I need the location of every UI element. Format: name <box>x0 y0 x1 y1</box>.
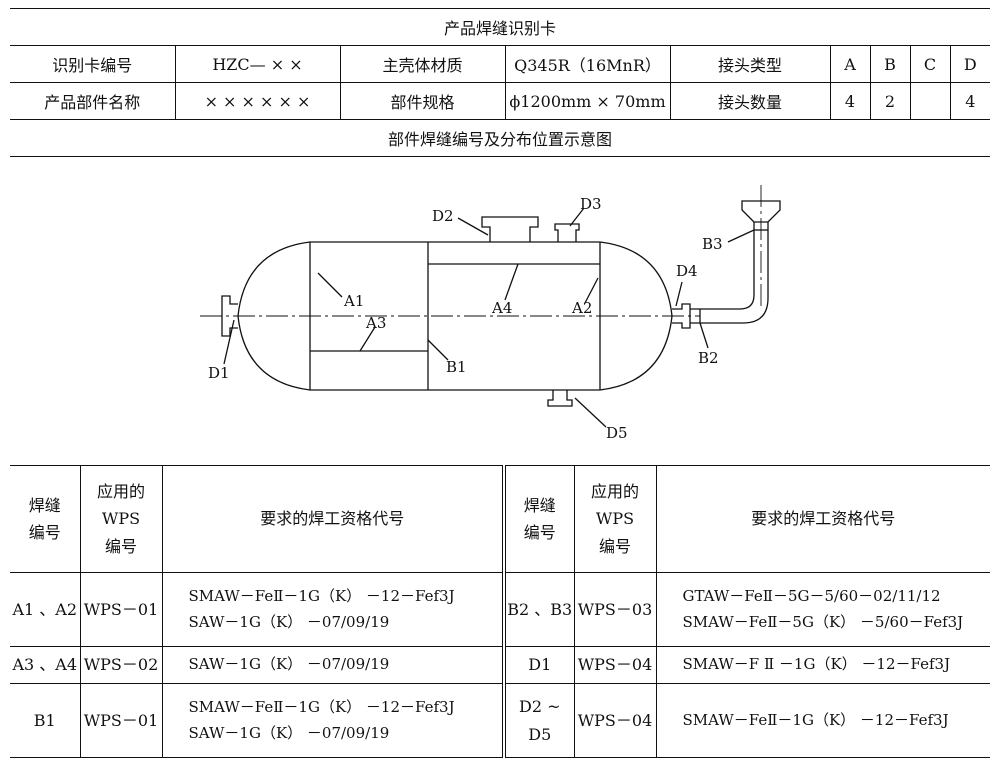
label-d1: D1 <box>208 364 230 382</box>
qualification-cell: SMAW－F Ⅱ －1G（K） －12－Fef3J <box>655 646 990 684</box>
joint-count-a: 4 <box>829 82 870 120</box>
joint-count-d: 4 <box>949 82 991 120</box>
leader-d3 <box>569 207 585 227</box>
label-b3: B3 <box>702 235 723 253</box>
label-d3: D3 <box>580 195 602 213</box>
wps-no-cell: WPS－03 <box>573 572 657 647</box>
qualification-cell: SMAW－FeⅡ－1G（K） －12－Fef3J <box>655 683 990 758</box>
wps-no-cell: WPS－04 <box>573 683 657 758</box>
joint-count-c <box>909 82 950 120</box>
label-d2: D2 <box>432 207 454 225</box>
joint-type-a: A <box>829 45 870 83</box>
nozzle-d5 <box>547 390 573 407</box>
wps-no-cell: WPS－04 <box>573 646 657 684</box>
spec-label: 部件规格 <box>339 82 505 120</box>
leader-b2 <box>699 322 709 349</box>
material-value: Q345R（16MnR） <box>504 45 670 83</box>
material-label: 主壳体材质 <box>339 45 505 83</box>
weld-no-cell: D2 ~ D5 <box>502 683 575 758</box>
leader-a3 <box>359 326 376 352</box>
weld-no-cell: D1 <box>502 646 575 684</box>
weld-no-cell: A1 、A2 <box>10 572 81 647</box>
part-name-label: 产品部件名称 <box>10 82 175 120</box>
joint-type-c: C <box>909 45 950 83</box>
header-qualification-right: 要求的焊工资格代号 <box>655 465 990 573</box>
identification-card-table: 产品焊缝识别卡 识别卡编号 HZC— × × 主壳体材质 Q345R（16MnR… <box>10 8 991 157</box>
nozzle-d1 <box>221 295 238 337</box>
header-weld-no-right: 焊缝编号 <box>502 465 575 573</box>
card-title: 产品焊缝识别卡 <box>10 8 991 46</box>
leader-d2 <box>457 217 489 236</box>
nozzle-d3 <box>554 223 580 242</box>
label-b1: B1 <box>446 358 467 376</box>
leader-d5 <box>574 397 607 428</box>
part-name-value: × × × × × × <box>174 82 340 120</box>
diagram-title: 部件焊缝编号及分布位置示意图 <box>10 119 991 157</box>
label-a3: A3 <box>365 314 386 332</box>
wps-no-cell: WPS－02 <box>79 646 163 684</box>
nozzle-d2 <box>481 216 539 242</box>
weld-no-cell: A3 、A4 <box>10 646 81 684</box>
leader-d1 <box>223 319 235 365</box>
qualification-cell: SAW－1G（K） －07/09/19 <box>161 646 505 684</box>
leader-d4 <box>675 281 683 307</box>
leader-a1 <box>317 272 343 298</box>
header-weld-no-left: 焊缝编号 <box>10 465 81 573</box>
label-a1: A1 <box>343 292 364 310</box>
weld-no-cell: B2 、B3 <box>502 572 575 647</box>
pipe-nozzle-d4 <box>672 303 691 329</box>
pipe-run <box>690 222 769 324</box>
leader-b3 <box>727 229 755 243</box>
joint-type-b: B <box>869 45 910 83</box>
label-d4: D4 <box>676 262 698 280</box>
label-d5: D5 <box>606 424 628 442</box>
pipe-flange <box>741 200 781 223</box>
joint-count-b: 2 <box>869 82 910 120</box>
leader-b1 <box>427 339 449 361</box>
vessel-weld-diagram: A1 A2 A3 A4 B1 B2 B3 D1 D2 D3 D4 D5 <box>200 185 781 442</box>
joint-type-d: D <box>949 45 991 83</box>
header-qualification-left: 要求的焊工资格代号 <box>161 465 505 573</box>
weld-no-cell: B1 <box>10 683 81 758</box>
joint-type-label: 接头类型 <box>669 45 830 83</box>
label-b2: B2 <box>698 349 719 367</box>
wps-no-cell: WPS－01 <box>79 572 163 647</box>
label-a4: A4 <box>491 299 512 317</box>
wps-no-cell: WPS－01 <box>79 683 163 758</box>
card-id-label: 识别卡编号 <box>10 45 175 83</box>
spec-value: ϕ1200mm × 70mm <box>504 82 670 120</box>
label-a2: A2 <box>571 299 592 317</box>
card-id-value: HZC— × × <box>174 45 340 83</box>
joint-count-label: 接头数量 <box>669 82 830 120</box>
leader-a2 <box>584 277 599 304</box>
leader-a4 <box>504 263 519 301</box>
table-row: A3 、A4 WPS－02 SAW－1G（K） －07/09/19 D1 WPS… <box>10 646 990 684</box>
